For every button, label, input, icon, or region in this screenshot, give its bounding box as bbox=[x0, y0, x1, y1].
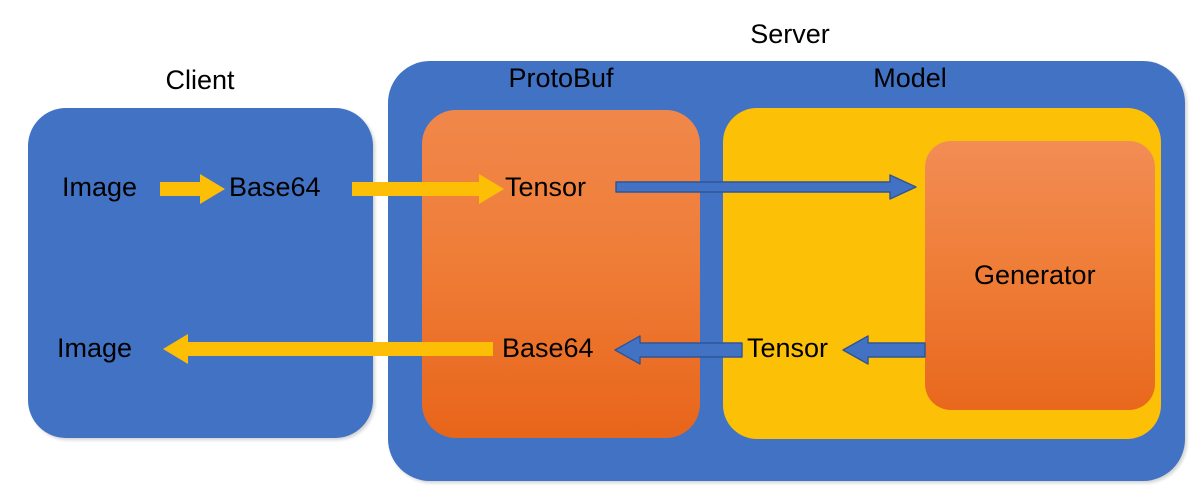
group-box-protobuf bbox=[422, 110, 700, 438]
node-label-base64-top: Base64 bbox=[229, 172, 321, 202]
node-box-generator bbox=[925, 141, 1155, 410]
arrow-image-to-base64-icon bbox=[160, 174, 225, 204]
arrow-tensor-to-generator-icon bbox=[615, 174, 917, 200]
node-label-generator: Generator bbox=[974, 260, 1096, 290]
group-label-protobuf: ProtoBuf bbox=[508, 63, 614, 93]
group-label-model: Model bbox=[873, 63, 947, 93]
arrow-base64-to-tensor-icon bbox=[352, 174, 504, 204]
group-label-server: Server bbox=[750, 19, 830, 49]
node-label-base64-bottom: Base64 bbox=[502, 333, 594, 363]
node-label-tensor-top: Tensor bbox=[505, 172, 587, 202]
node-label-image-top: Image bbox=[62, 172, 138, 202]
node-label-tensor-bottom: Tensor bbox=[747, 333, 829, 363]
group-box-client bbox=[28, 108, 373, 438]
arrow-tensor-to-base64-icon bbox=[614, 335, 743, 365]
arrow-generator-to-tensor-icon bbox=[842, 335, 926, 365]
arrow-base64-to-image-icon bbox=[163, 334, 493, 364]
group-label-client: Client bbox=[165, 65, 235, 95]
node-label-image-bottom: Image bbox=[57, 333, 133, 363]
